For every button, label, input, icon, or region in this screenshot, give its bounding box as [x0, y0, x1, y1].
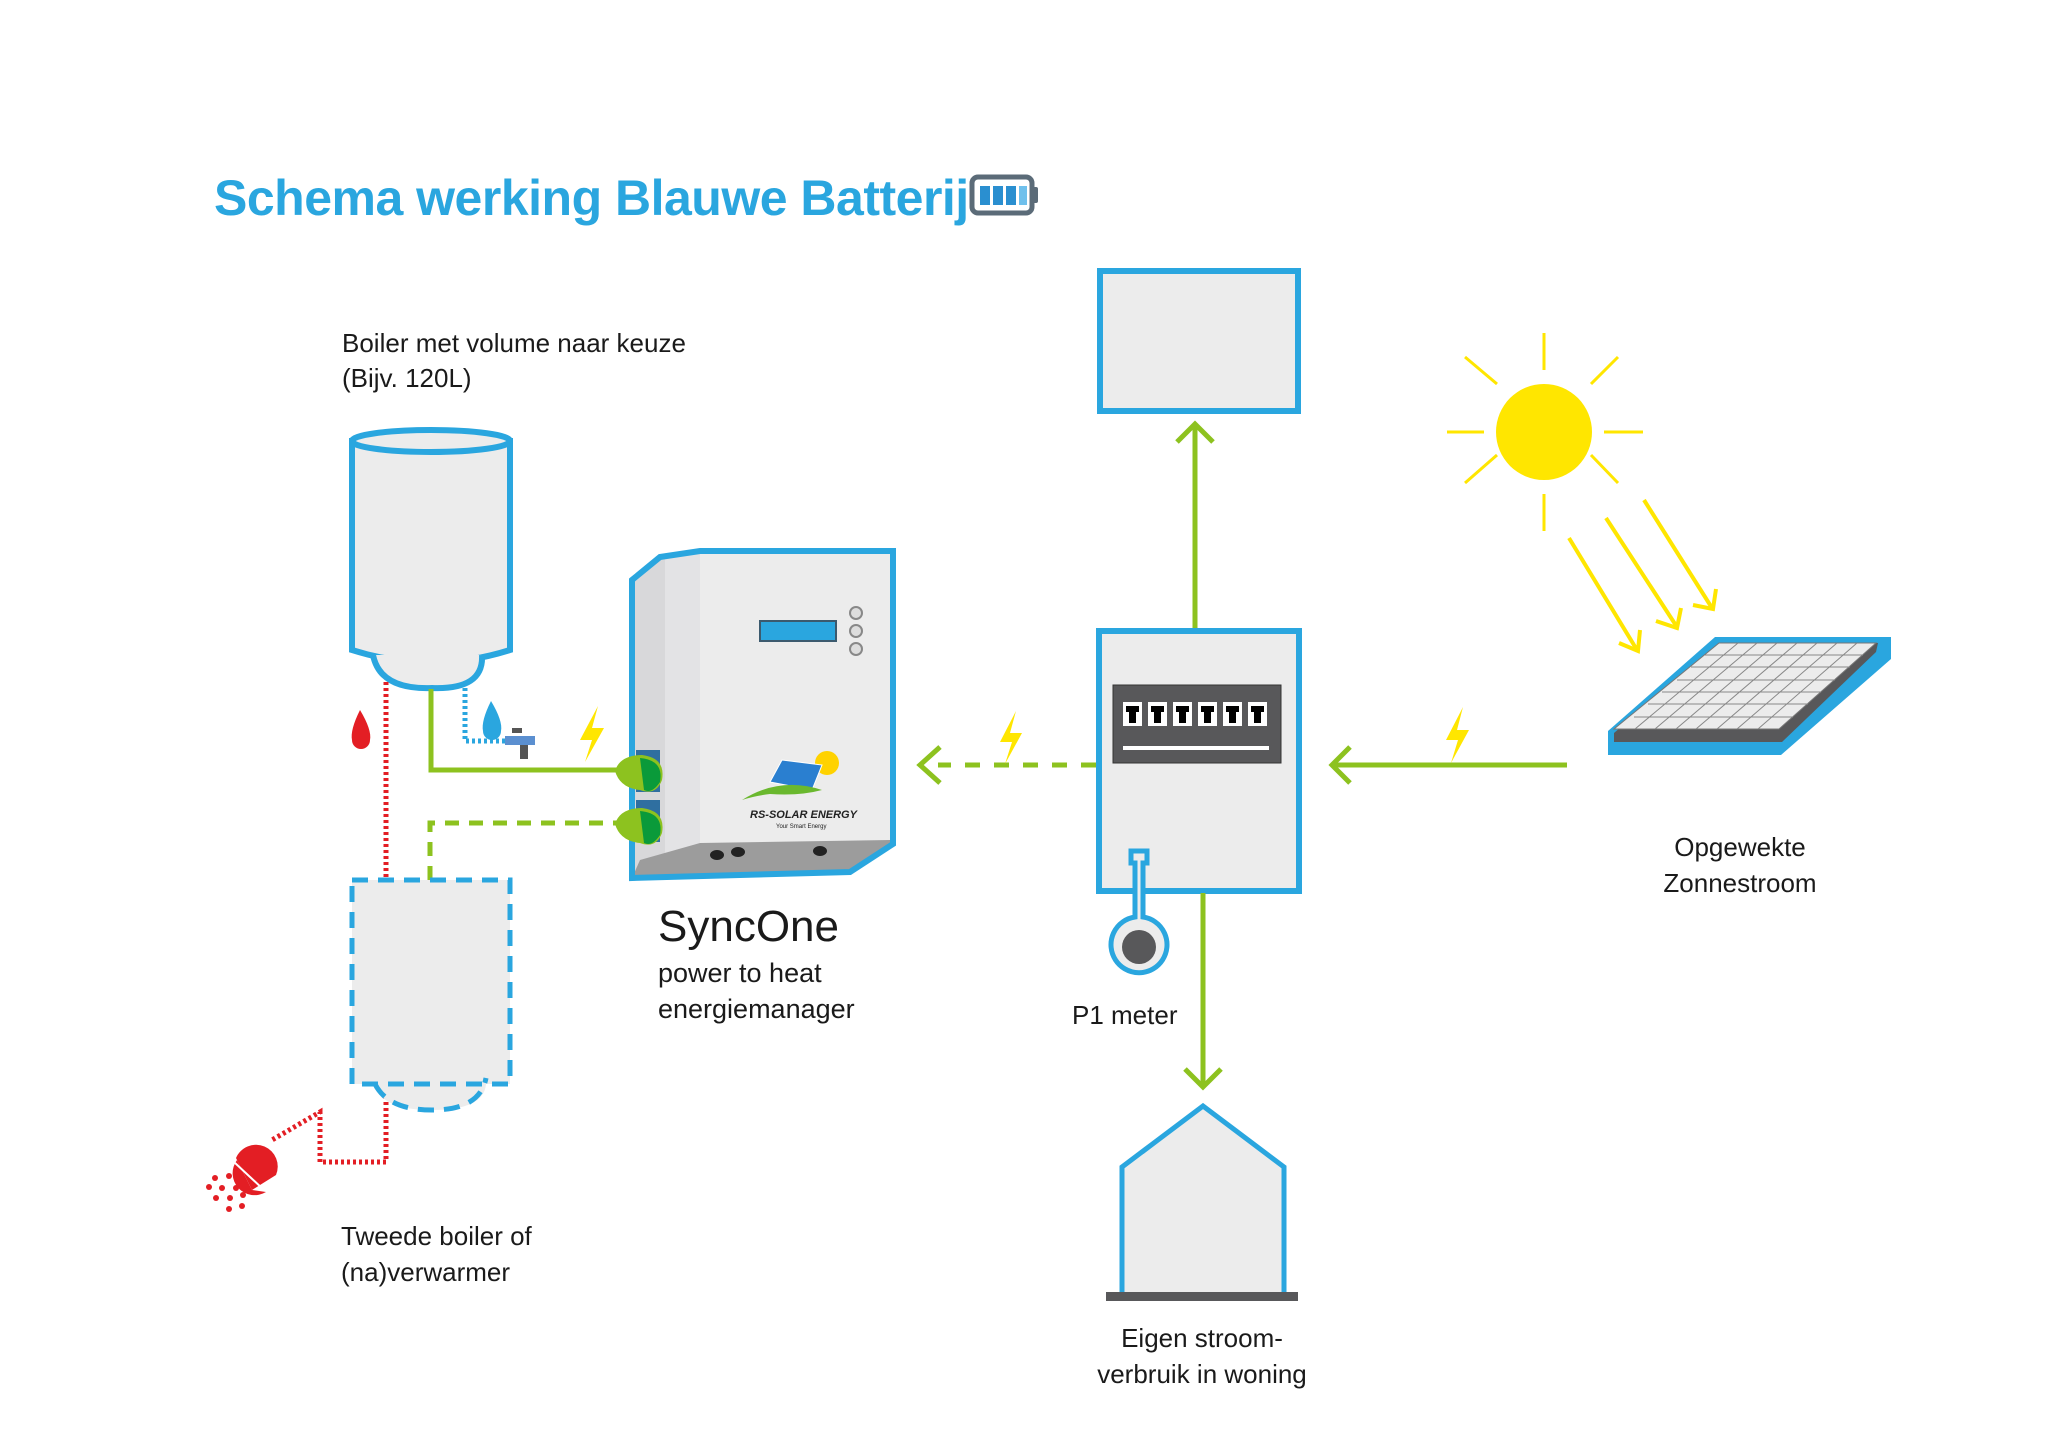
control-button-3[interactable] — [849, 642, 863, 656]
control-button-1[interactable] — [849, 606, 863, 620]
control-button-2[interactable] — [849, 624, 863, 638]
lightning-icon — [1446, 707, 1469, 763]
power-flow-arrow-to-syncone — [916, 745, 1096, 785]
power-flow-arrow-from-solar — [1328, 745, 1567, 785]
breaker-icon — [1112, 684, 1282, 764]
syncone-subtitle-line2: energiemanager — [658, 994, 855, 1024]
sun-icon — [1447, 333, 1643, 531]
power-flow-arrow-to-house — [1183, 893, 1223, 1091]
brand-logo: RS-SOLAR ENERGY Your Smart Energy — [742, 751, 859, 830]
second-boiler-label-line1: Tweede boiler of — [341, 1221, 533, 1251]
shower-icon — [206, 1144, 278, 1212]
solar-label-line1: Opgewekte — [1674, 832, 1806, 862]
lightning-icon — [580, 706, 604, 762]
svg-text:RS-SOLAR ENERGY: RS-SOLAR ENERGY — [750, 809, 859, 821]
syncone-subtitle-line1: power to heat — [658, 958, 822, 988]
lightning-icon — [1000, 711, 1022, 764]
solar-label-line2: Zonnestroom — [1663, 868, 1816, 898]
second-boiler[interactable] — [349, 877, 513, 1113]
hot-water-drop-icon — [351, 710, 371, 749]
power-flow-arrow-to-grid — [1175, 420, 1215, 628]
svg-text:Your Smart Energy: Your Smart Energy — [776, 824, 826, 830]
p1-meter-icon[interactable] — [1108, 848, 1170, 976]
cold-water-line — [462, 682, 505, 744]
grid-box[interactable] — [1097, 268, 1301, 414]
second-boiler-label-line2: (na)verwarmer — [341, 1257, 510, 1287]
solar-panel-icon[interactable] — [1608, 637, 1891, 755]
house-icon[interactable] — [1106, 1102, 1298, 1301]
power-line-boiler — [428, 689, 622, 773]
boiler[interactable] — [349, 427, 513, 692]
syncone-title: SyncOne — [658, 902, 839, 951]
power-line-second-boiler — [427, 820, 622, 880]
page-title: Schema werking Blauwe Batterij — [214, 170, 969, 226]
sun-rays — [1567, 498, 1718, 654]
syncone-device[interactable]: RS-SOLAR ENERGY Your Smart Energy — [615, 548, 896, 882]
house-label-line1: Eigen stroom- — [1121, 1323, 1283, 1353]
boiler-label-line2: (Bijv. 120L) — [342, 363, 472, 393]
cold-water-drop-icon — [482, 701, 502, 740]
battery-icon — [969, 174, 1038, 216]
meter-cabinet[interactable] — [1096, 628, 1302, 894]
p1-meter-label: P1 meter — [1072, 1000, 1178, 1030]
display-screen — [759, 620, 837, 642]
house-label-line2: verbruik in woning — [1097, 1359, 1307, 1389]
boiler-label-line1: Boiler met volume naar keuze — [342, 328, 686, 358]
tap-icon — [505, 728, 535, 759]
hot-water-line — [270, 682, 389, 1165]
